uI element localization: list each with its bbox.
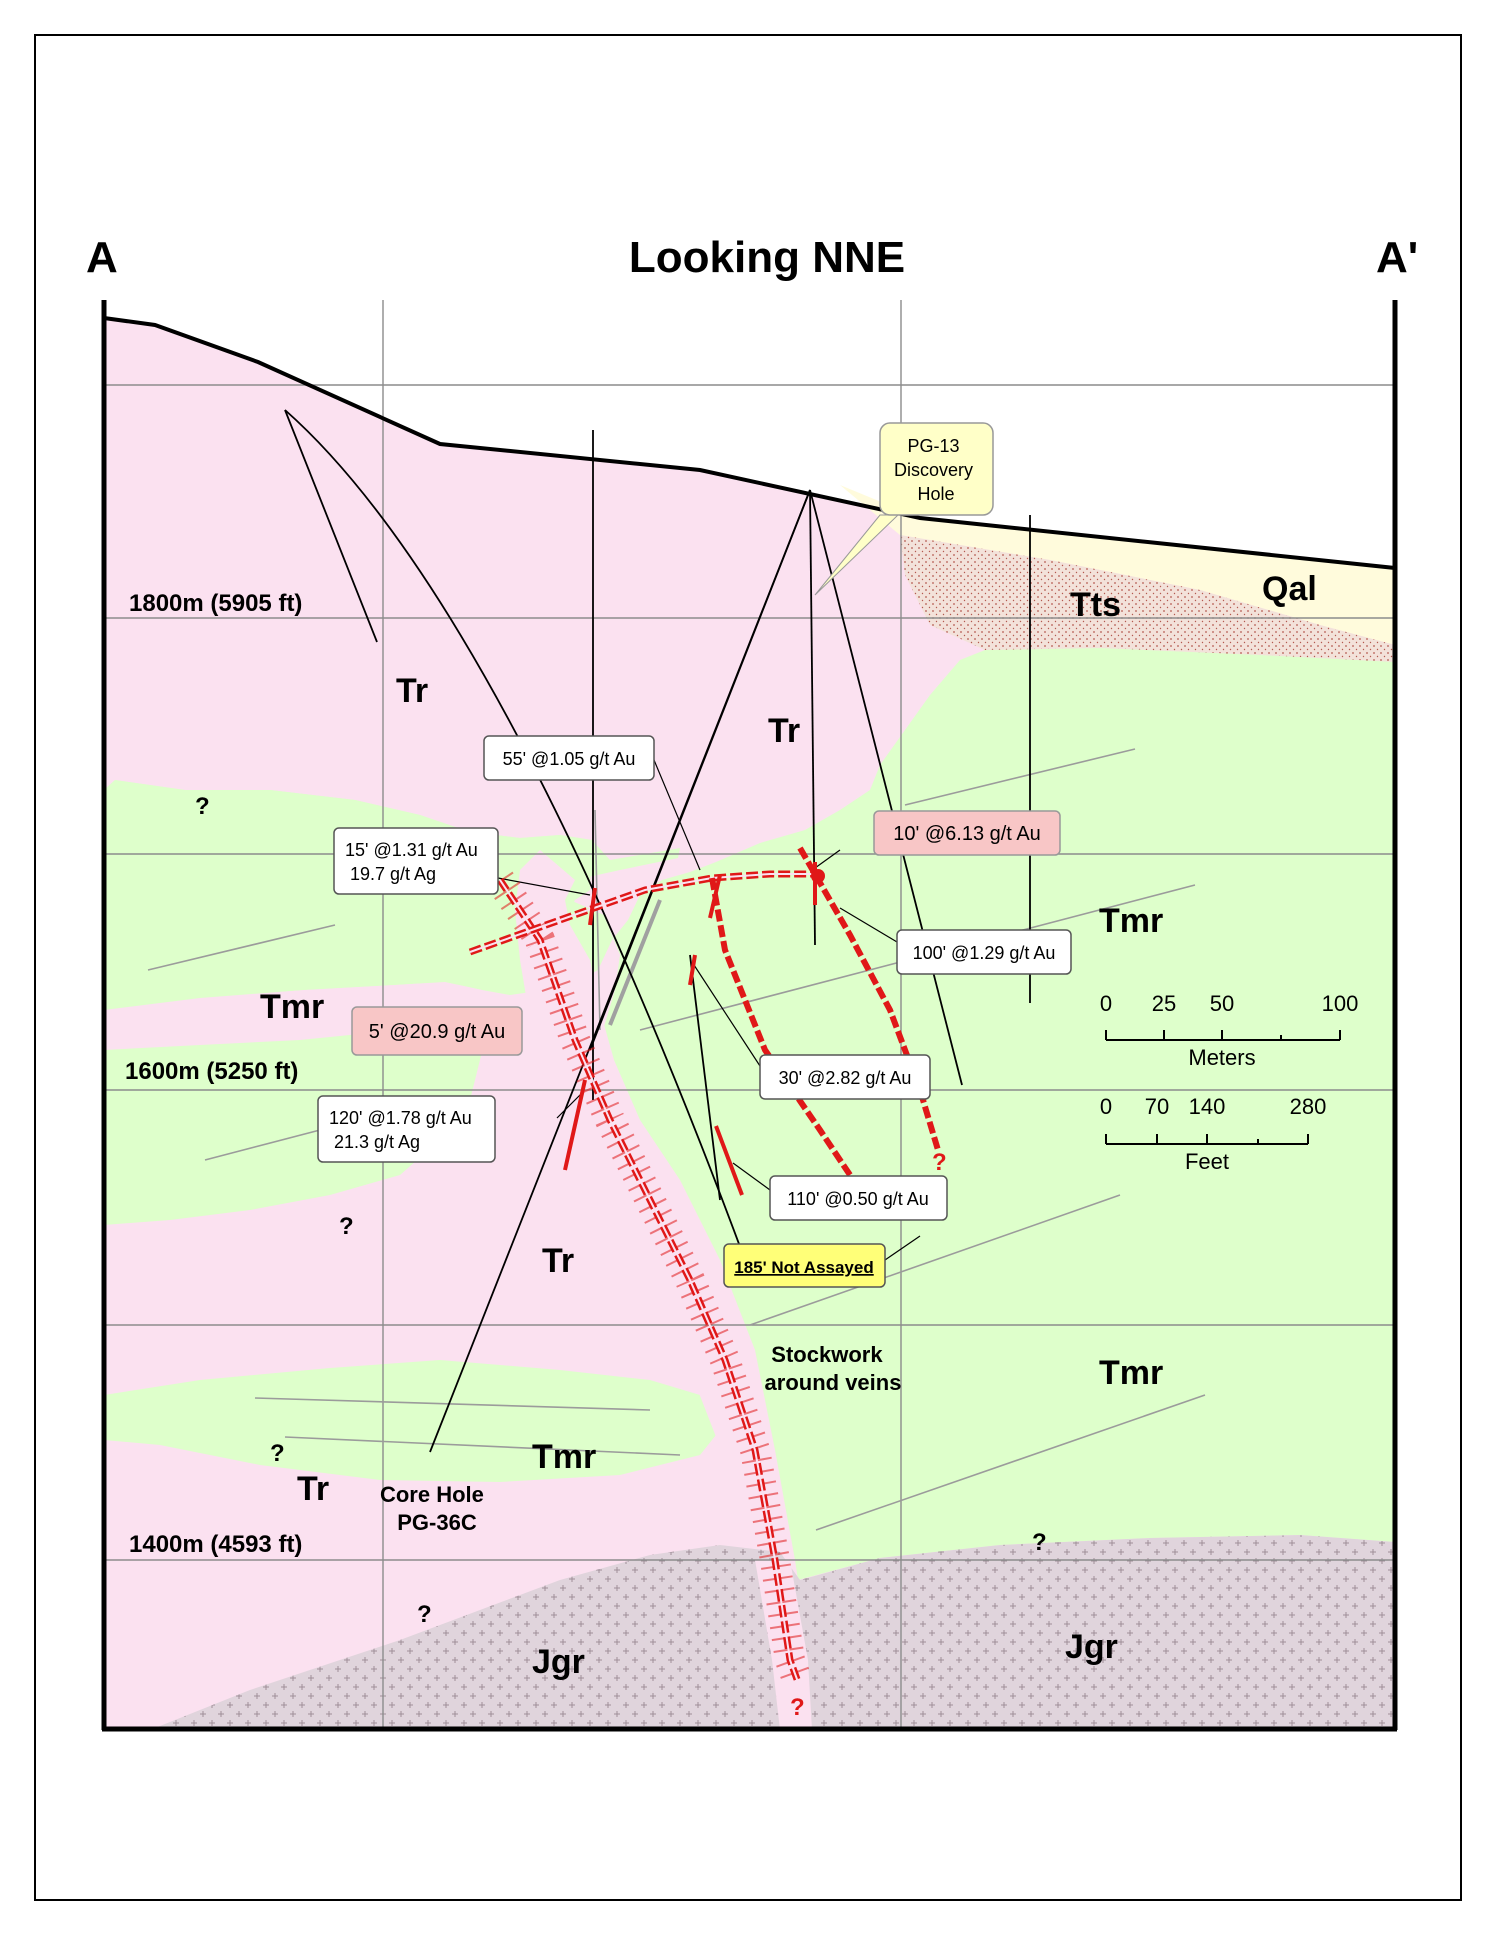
veins bbox=[468, 846, 941, 1688]
question-mark-red-2: ? bbox=[790, 1694, 805, 1721]
unit-label-tmr-2: Tmr bbox=[1099, 902, 1163, 940]
high-grade-point bbox=[811, 869, 825, 883]
unit-label-jgr-1: Jgr bbox=[532, 1643, 585, 1681]
svg-text:10' @6.13 g/t Au: 10' @6.13 g/t Au bbox=[893, 823, 1041, 845]
section-end-a-prime: A' bbox=[1376, 233, 1418, 282]
question-mark-5: ? bbox=[1032, 1529, 1047, 1556]
svg-text:Feet: Feet bbox=[1185, 1149, 1229, 1174]
callout-5ft: 5' @20.9 g/t Au bbox=[351, 1006, 523, 1056]
leader-lines bbox=[497, 759, 921, 1261]
drill-hole-1b bbox=[284, 409, 746, 1261]
svg-text:140: 140 bbox=[1189, 1094, 1226, 1119]
callout-100ft: 100' @1.29 g/t Au bbox=[896, 929, 1072, 975]
scale-bar-meters: 0 25 50 100 Meters bbox=[1100, 991, 1358, 1070]
core-hole-label: Core Hole PG-36C bbox=[380, 1482, 490, 1535]
svg-text:100: 100 bbox=[1322, 991, 1359, 1016]
question-mark-red-1: ? bbox=[932, 1149, 947, 1176]
callout-30ft: 30' @2.82 g/t Au bbox=[759, 1054, 931, 1100]
gray-bold-segment bbox=[608, 899, 662, 1026]
unit-label-tr-1: Tr bbox=[396, 672, 428, 710]
svg-text:30' @2.82 g/t Au: 30' @2.82 g/t Au bbox=[779, 1068, 912, 1088]
callout-not-assayed: 185' Not Assayed bbox=[723, 1243, 886, 1288]
question-mark-2: ? bbox=[339, 1213, 354, 1240]
question-mark-3: ? bbox=[270, 1440, 285, 1467]
unit-label-tr-2: Tr bbox=[768, 712, 800, 750]
drill-hole-3d bbox=[809, 489, 963, 1086]
svg-text:110' @0.50 g/t Au: 110' @0.50 g/t Au bbox=[787, 1189, 928, 1209]
svg-text:0: 0 bbox=[1100, 1094, 1112, 1119]
page-border bbox=[34, 34, 1462, 1901]
tmr-lower-left bbox=[104, 1010, 485, 1225]
tts-dots bbox=[900, 535, 1395, 662]
unit-label-jgr-2: Jgr bbox=[1065, 1628, 1118, 1666]
unit-label-tmr-1: Tmr bbox=[260, 988, 324, 1026]
svg-text:5' @20.9 g/t Au: 5' @20.9 g/t Au bbox=[369, 1021, 505, 1043]
drill-hole-pg36c bbox=[429, 489, 811, 1453]
unit-label-tmr-3: Tmr bbox=[1099, 1354, 1163, 1392]
tr-channel-lower bbox=[755, 1560, 812, 1730]
svg-text:25: 25 bbox=[1152, 991, 1176, 1016]
svg-text:70: 70 bbox=[1145, 1094, 1169, 1119]
svg-text:PG-13 Discovery Ho: PG-13 Discovery Hole bbox=[894, 436, 978, 504]
unit-label-tr-4: Tr bbox=[297, 1470, 329, 1508]
question-mark-1: ? bbox=[195, 793, 210, 820]
callout-discovery-hole: PG-13 Discovery Hole bbox=[879, 422, 994, 516]
scale-bar-feet: 0 70 140 280 Feet bbox=[1100, 1094, 1326, 1174]
svg-text:15' @1.31 g/t Au 19.7 g/: 15' @1.31 g/t Au 19.7 g/t Ag bbox=[345, 840, 483, 884]
question-mark-4: ? bbox=[417, 1601, 432, 1628]
vein-main-center bbox=[499, 879, 799, 1683]
topographic-surface bbox=[103, 316, 1396, 570]
elevation-1600: 1600m (5250 ft) bbox=[125, 1058, 298, 1085]
svg-text:100' @1.29 g/t Au: 100' @1.29 g/t Au bbox=[913, 943, 1056, 963]
svg-text:280: 280 bbox=[1290, 1094, 1327, 1119]
tr-lens bbox=[104, 982, 482, 1050]
drill-hole-5 bbox=[689, 954, 721, 1201]
elevation-1800: 1800m (5905 ft) bbox=[129, 590, 302, 617]
vein-horizontal-center bbox=[469, 873, 815, 953]
vein-middle bbox=[709, 877, 853, 1177]
callout-10ft: 10' @6.13 g/t Au bbox=[873, 810, 1061, 856]
unit-label-tr-3: Tr bbox=[542, 1242, 574, 1280]
section-end-a: A bbox=[86, 233, 118, 282]
elevation-1400: 1400m (4593 ft) bbox=[129, 1531, 302, 1558]
callout-15ft: 15' @1.31 g/t Au 19.7 g/t Ag bbox=[333, 827, 499, 895]
grid bbox=[104, 300, 1395, 1730]
svg-text:0: 0 bbox=[1100, 991, 1112, 1016]
svg-text:55' @1.05 g/t Au: 55' @1.05 g/t Au bbox=[503, 749, 636, 769]
tmr-lower-band bbox=[104, 1360, 720, 1482]
callout-55ft: 55' @1.05 g/t Au bbox=[483, 735, 655, 781]
unit-label-tmr-4: Tmr bbox=[532, 1438, 596, 1476]
vein-right bbox=[797, 846, 941, 1151]
drill-hole-1a bbox=[284, 409, 378, 643]
svg-text:120' @1.78 g/t Au 21.3 g: 120' @1.78 g/t Au 21.3 g/t Ag bbox=[329, 1108, 477, 1152]
callout-120ft: 120' @1.78 g/t Au 21.3 g/t Ag bbox=[317, 1095, 496, 1163]
svg-text:185' Not Assayed: 185' Not Assayed bbox=[734, 1258, 873, 1277]
svg-text:50: 50 bbox=[1210, 991, 1234, 1016]
unit-label-tts: Tts bbox=[1070, 586, 1121, 624]
intercept-marks bbox=[563, 862, 817, 1196]
diagram-title: Looking NNE bbox=[629, 233, 905, 282]
stockwork-label: Stockwork around veins bbox=[765, 1342, 902, 1395]
svg-text:Meters: Meters bbox=[1188, 1045, 1255, 1070]
unit-label-qal: Qal bbox=[1262, 570, 1317, 608]
callout-110ft: 110' @0.50 g/t Au bbox=[769, 1175, 948, 1221]
